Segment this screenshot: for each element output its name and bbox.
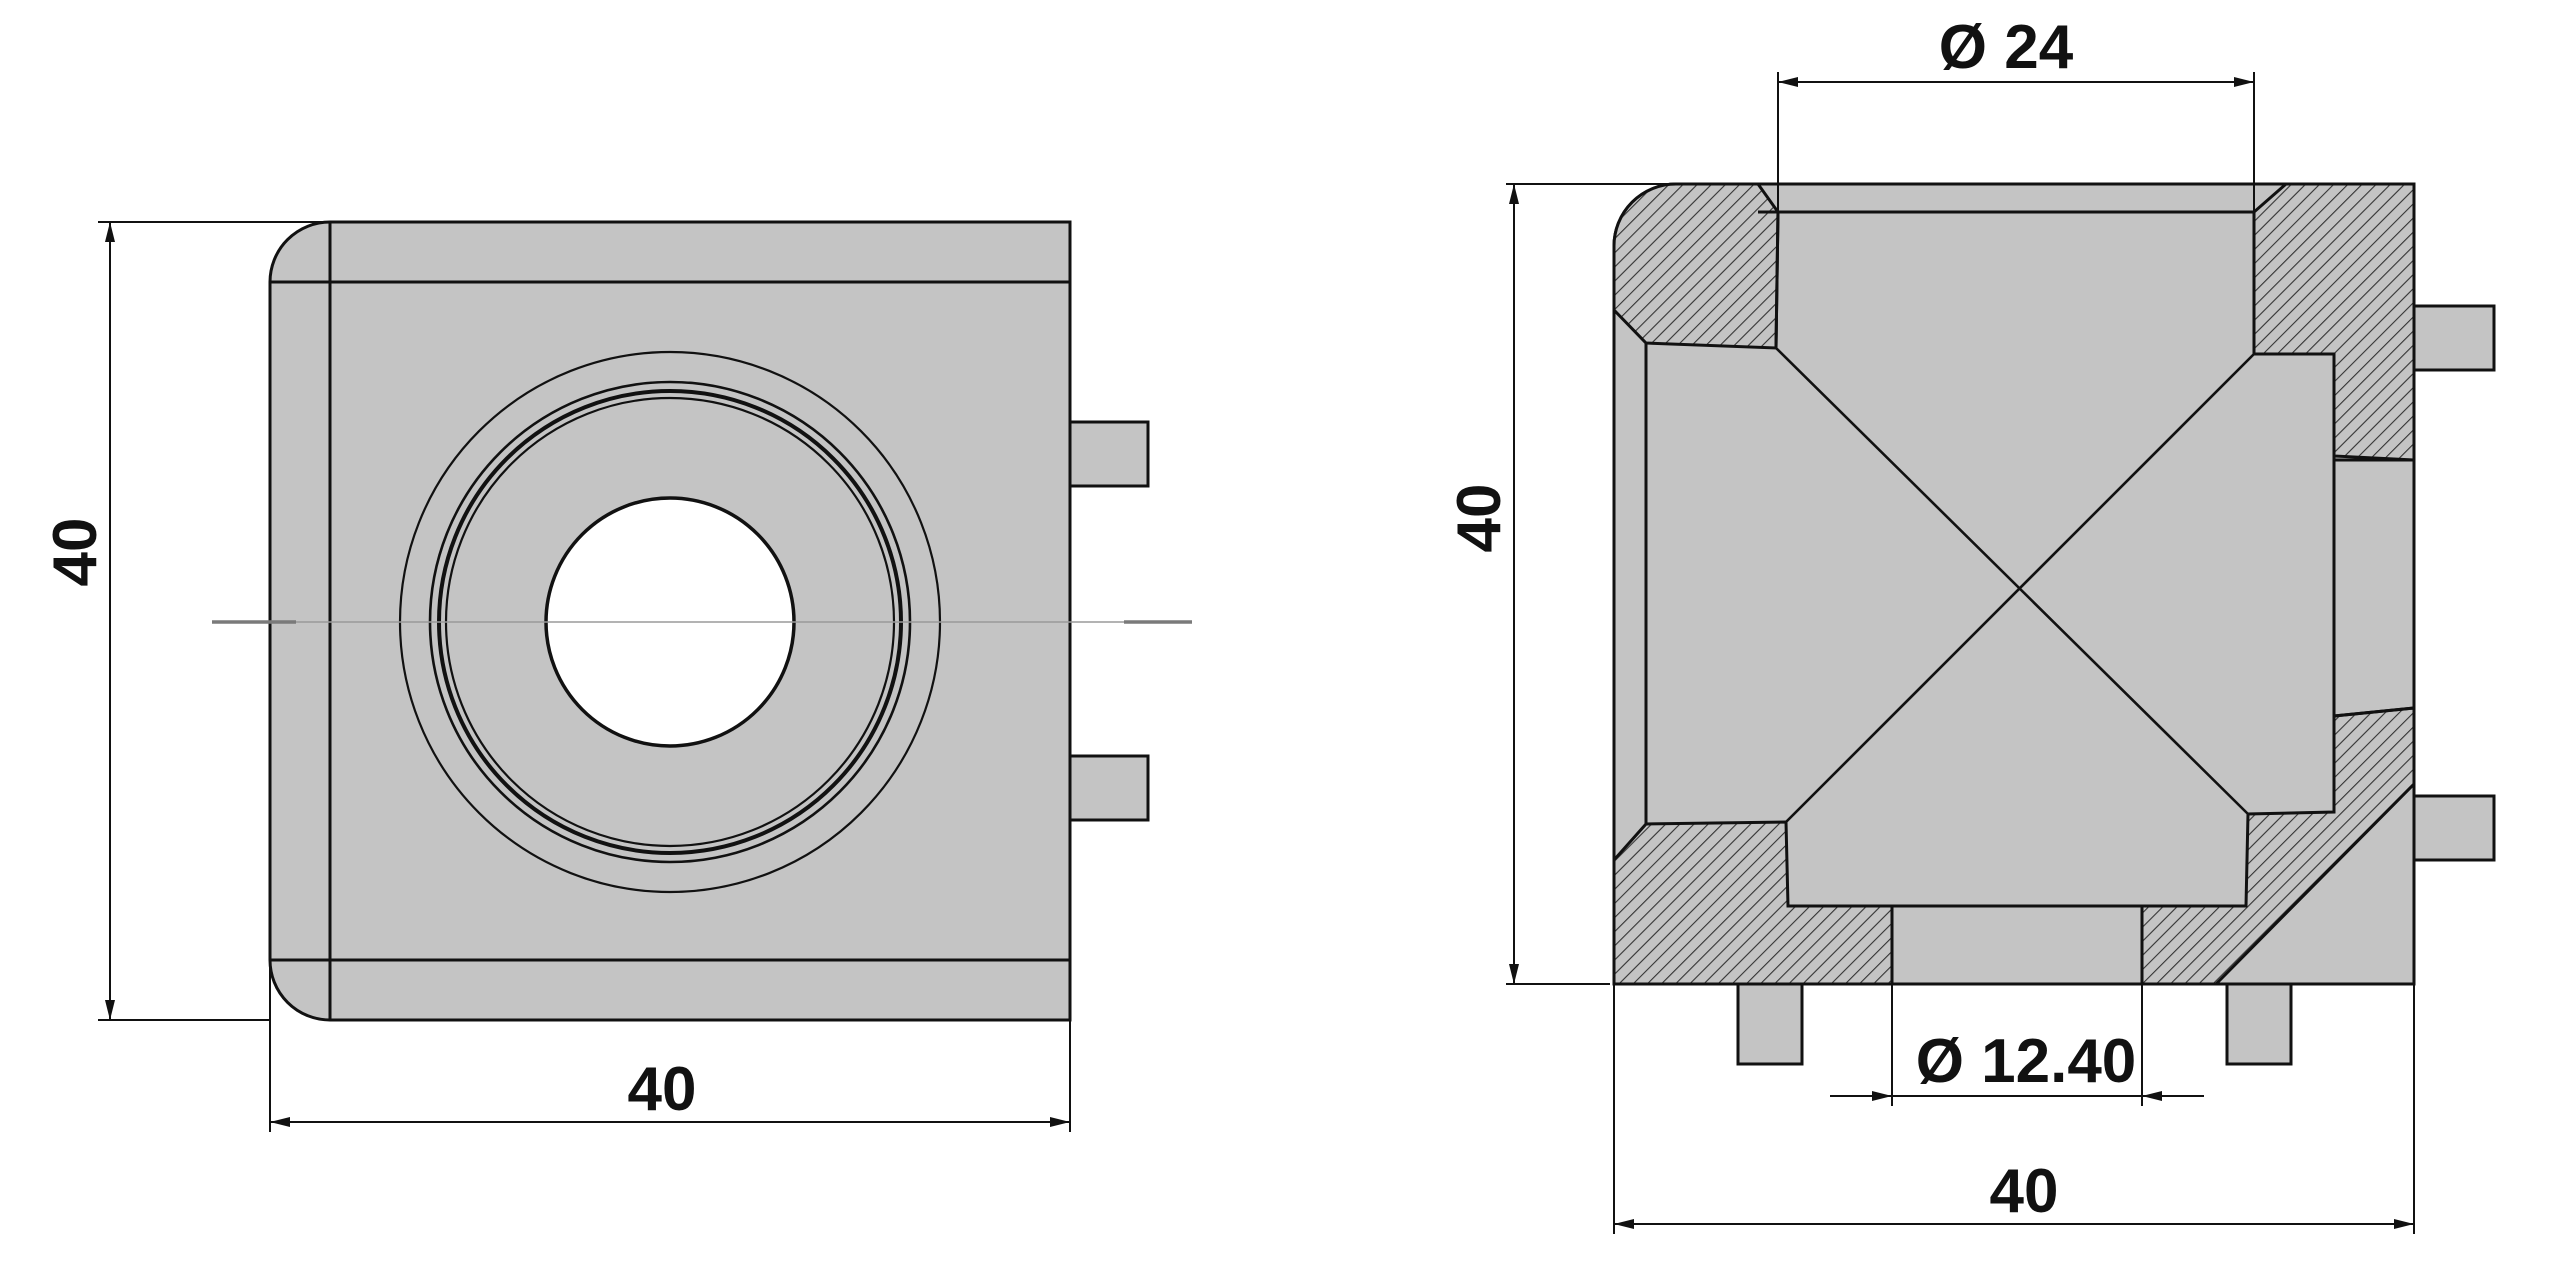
front-tab-lower [1068,754,1150,822]
section-width-label: 40 [1990,1157,2059,1226]
front-view [212,220,1192,1022]
section-top-bore-label: Ø 24 [1939,13,2074,82]
front-height-label: 40 [41,518,110,587]
section-top-bore-left [1774,211,1780,349]
section-height-label: 40 [1445,484,1514,553]
section-dimensions [1506,72,2415,1234]
section-view [1612,182,2496,1066]
section-peg-bottom-right [2225,982,2293,1066]
section-peg-right-upper [2412,304,2496,372]
section-right-recess-bottom [2333,706,2415,718]
front-width-label: 40 [628,1055,697,1124]
section-diagonal-b [1785,353,2255,823]
front-dimensions [98,221,1071,1132]
section-peg-right-lower [2412,794,2496,862]
front-tab-upper [1068,420,1150,488]
section-bottom-bore-label: Ø 12.40 [1916,1027,2137,1096]
section-diagonal-a [1775,347,2249,815]
hatch-top-left [1612,182,1780,350]
section-peg-bottom-left [1736,982,1804,1066]
